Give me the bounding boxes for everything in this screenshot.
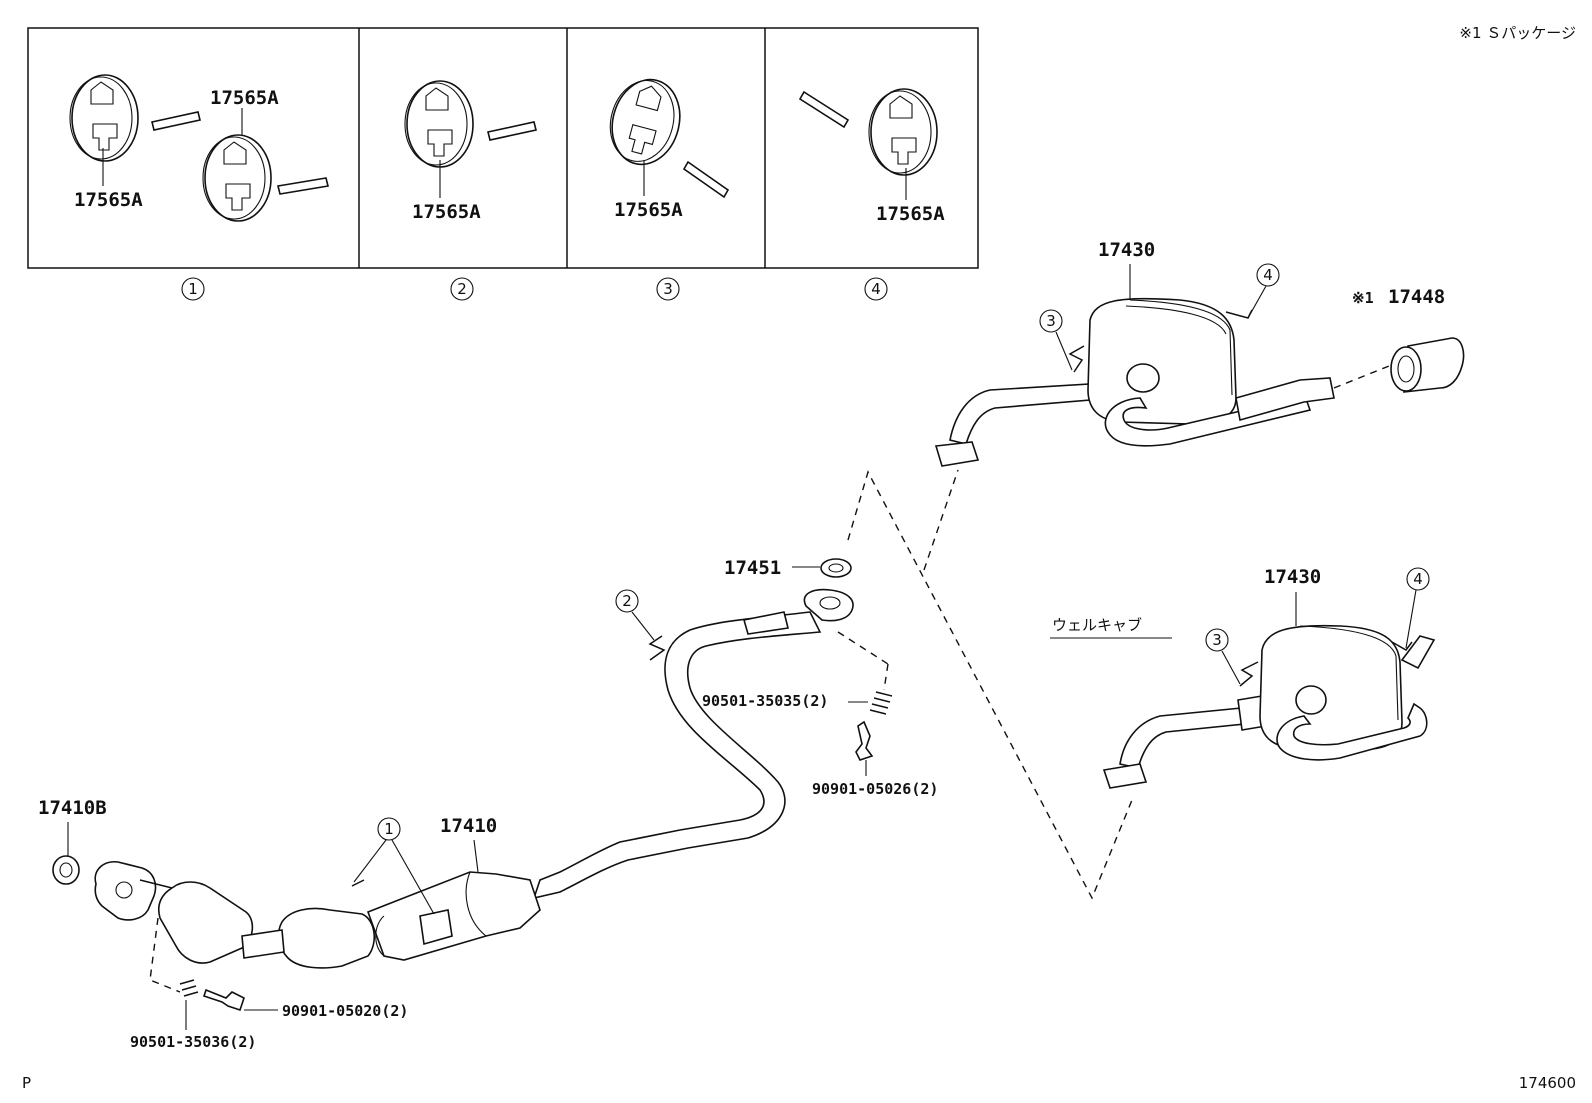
upper-hanger-ref-4: 4 bbox=[1247, 263, 1280, 319]
front-hanger-ref-1: 1 bbox=[353, 817, 435, 915]
hanger-number-2: 2 bbox=[450, 277, 474, 301]
center-spring-label: 90501-35035(2) bbox=[702, 692, 828, 710]
rubber-hanger-icon bbox=[202, 134, 272, 222]
hanger-rod-icon bbox=[487, 121, 537, 141]
upper-inlet-pipe bbox=[949, 383, 1091, 445]
tail-tip-label: 17448 bbox=[1388, 286, 1445, 308]
front-clamp bbox=[419, 909, 453, 946]
center-spring-icon bbox=[869, 691, 893, 715]
hanger-panel-2: 17565A bbox=[404, 80, 537, 223]
converter-link-pipe bbox=[241, 929, 285, 959]
lower-muffler-label: 17430 bbox=[1264, 566, 1321, 588]
hanger-number-3: 3 bbox=[656, 277, 680, 301]
upper-hanger-ref-3: 3 bbox=[1039, 309, 1073, 371]
center-hanger-ref-2: 2 bbox=[615, 589, 655, 641]
lower-hanger-ref-3: 3 bbox=[1205, 628, 1241, 685]
hanger-rod-icon bbox=[682, 160, 730, 199]
center-pipe bbox=[532, 611, 822, 900]
hanger-panel-2-label: 17565A bbox=[412, 201, 481, 223]
upper-tail-pipe bbox=[1235, 377, 1335, 422]
center-pipe-bracket bbox=[742, 611, 789, 635]
svg-text:2: 2 bbox=[622, 592, 632, 610]
hanger-panel-4: 17565A bbox=[798, 88, 945, 225]
hanger-panel-1-label-a: 17565A bbox=[210, 87, 279, 109]
center-pipe-flange bbox=[803, 588, 854, 622]
center-gasket-label: 17451 bbox=[724, 557, 781, 579]
lower-tail-pipe bbox=[1400, 635, 1436, 670]
hanger-number-4: 4 bbox=[864, 277, 888, 301]
upper-muffler-inlet bbox=[1126, 363, 1160, 393]
hanger-number-1: 1 bbox=[181, 277, 205, 301]
note-s-package: ※1 Ｓパッケージ bbox=[1459, 24, 1576, 42]
upper-muffler-body bbox=[1087, 297, 1237, 425]
welcab-variant-label: ウェルキャブ bbox=[1052, 616, 1142, 634]
upper-muffler-assembly: 17430 3 4 ※1 17448 bbox=[934, 239, 1465, 467]
connection-lines bbox=[837, 469, 1133, 900]
upper-muffler-label: 17430 bbox=[1098, 239, 1155, 261]
hanger-panel-3: 17565A bbox=[609, 78, 730, 221]
lower-loop-pipe bbox=[1276, 702, 1428, 761]
center-pipe-assembly: 17451 2 90501-35035(2) 90901-05026(2) bbox=[532, 557, 938, 900]
front-pipe-label: 17410 bbox=[440, 815, 497, 837]
front-spring-icon bbox=[179, 979, 199, 997]
hanger-rod-icon bbox=[798, 90, 850, 129]
catalytic-converter-body bbox=[366, 871, 541, 961]
rubber-hanger-icon bbox=[609, 78, 681, 166]
front-bolt-label: 90901-05020(2) bbox=[282, 1002, 408, 1020]
hanger-rod-icon bbox=[151, 111, 201, 131]
svg-text:3: 3 bbox=[1046, 312, 1056, 330]
lower-inlet-flange bbox=[1102, 763, 1148, 789]
center-bolt-icon bbox=[855, 720, 874, 761]
svg-text:1: 1 bbox=[188, 280, 198, 298]
hanger-panel-1-label-b: 17565A bbox=[74, 189, 143, 211]
hanger-rod-icon bbox=[277, 177, 329, 195]
front-spring-label: 90501-35036(2) bbox=[130, 1033, 256, 1051]
front-bolt-icon bbox=[202, 988, 245, 1012]
hanger-box-border bbox=[27, 27, 979, 269]
rubber-hanger-icon bbox=[868, 88, 938, 176]
svg-text:2: 2 bbox=[457, 280, 467, 298]
upper-inlet-flange bbox=[934, 441, 980, 467]
lower-muffler-inlet bbox=[1295, 685, 1327, 715]
figure-number: 174600 bbox=[1519, 1074, 1576, 1092]
hanger-reference-box: 17565A 17565A 17565A bbox=[27, 27, 979, 301]
svg-text:3: 3 bbox=[1212, 631, 1222, 649]
leader-line bbox=[473, 839, 479, 873]
front-converter bbox=[157, 881, 254, 964]
rubber-hanger-icon bbox=[404, 80, 474, 168]
front-pipe-assembly: 17410 1 17410B 90501-35036(2) 90901-0502… bbox=[38, 797, 541, 1051]
hanger-panel-3-label: 17565A bbox=[614, 199, 683, 221]
hanger-panel-1: 17565A 17565A bbox=[69, 74, 329, 222]
svg-text:4: 4 bbox=[871, 280, 881, 298]
front-flange bbox=[94, 860, 157, 921]
front-gasket-icon bbox=[52, 855, 80, 885]
svg-text:1: 1 bbox=[384, 820, 394, 838]
lower-hanger-ref-4: 4 bbox=[1405, 567, 1430, 649]
tail-tip-part bbox=[1390, 337, 1465, 393]
hanger-panel-4-label: 17565A bbox=[876, 203, 945, 225]
center-gasket-icon bbox=[820, 558, 852, 578]
tail-tip-mark: ※1 bbox=[1352, 289, 1374, 307]
rubber-hanger-icon bbox=[69, 74, 139, 162]
svg-text:4: 4 bbox=[1263, 266, 1273, 284]
svg-text:3: 3 bbox=[663, 280, 673, 298]
svg-text:4: 4 bbox=[1413, 570, 1423, 588]
secondary-converter bbox=[277, 907, 375, 969]
front-gasket-label: 17410B bbox=[38, 797, 107, 819]
center-hanger-bracket bbox=[648, 635, 666, 661]
page-marker: P bbox=[22, 1074, 31, 1092]
center-bolt-label: 90901-05026(2) bbox=[812, 780, 938, 798]
lower-muffler-assembly: ウェルキャブ 17430 3 4 bbox=[1050, 566, 1436, 789]
